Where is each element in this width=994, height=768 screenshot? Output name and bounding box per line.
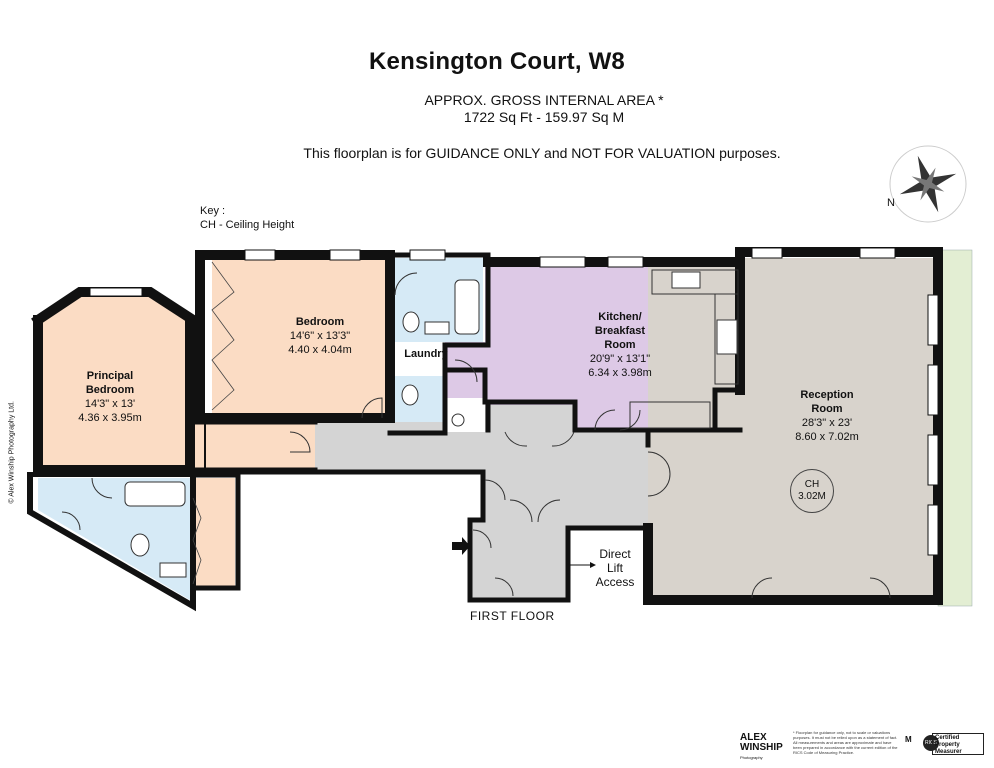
rics-seal-icon: RICS xyxy=(923,735,939,751)
room-name: Principal xyxy=(86,370,134,382)
logo-line: ALEX xyxy=(740,732,767,743)
boiler xyxy=(451,413,465,427)
room-kitchen: Kitchen/ Breakfast Room 20'9" x 13'1" 6.… xyxy=(570,310,670,380)
window xyxy=(244,249,276,261)
room-imperial: 14'3" x 13' xyxy=(84,398,136,410)
kitchen-sink xyxy=(671,271,701,289)
room-imperial: 28'3" x 23' xyxy=(801,417,853,429)
ceiling-height-badge: CH 3.02M xyxy=(790,469,834,513)
principal-bedroom-area xyxy=(38,292,190,470)
room-imperial: 20'9" x 13'1" xyxy=(589,353,651,365)
lift-arrow-icon xyxy=(590,562,596,568)
counter xyxy=(651,269,739,295)
ceiling-value: 3.02M xyxy=(798,491,826,502)
area-value: 1722 Sq Ft - 159.97 Sq M xyxy=(463,109,625,125)
wall-principal xyxy=(31,287,195,475)
counter xyxy=(629,401,711,429)
room-reception: Reception Room 28'3" x 23' 8.60 x 7.02m xyxy=(772,388,882,444)
window xyxy=(859,247,896,259)
sink xyxy=(424,321,450,335)
room-name: Room xyxy=(811,403,843,415)
wall-bathroom xyxy=(387,252,491,436)
hall-area xyxy=(315,405,648,600)
room-principal-bedroom: Principal Bedroom 14'3" x 13' 4.36 x 3.9… xyxy=(64,369,156,425)
window xyxy=(409,249,446,261)
key-title: Key : xyxy=(200,205,226,217)
hob xyxy=(716,319,738,355)
compass-rose-icon xyxy=(889,145,967,223)
bedroom-area xyxy=(212,258,390,416)
room-name: Laundry xyxy=(404,348,448,360)
disclaimer: This floorplan is for GUIDANCE ONLY and … xyxy=(303,145,781,161)
measurer-icon: M xyxy=(905,735,912,744)
floor-label: FIRST FLOOR xyxy=(470,609,555,623)
compass-north-label: N xyxy=(887,197,895,209)
room-laundry: Laundry xyxy=(400,347,452,361)
wall-kitchen-lower xyxy=(485,387,740,433)
window xyxy=(751,247,783,259)
window xyxy=(539,256,586,268)
footer-note: * Floorplan for guidance only, not to sc… xyxy=(793,730,898,755)
room-name: Reception xyxy=(800,389,854,401)
room-name: Breakfast xyxy=(594,325,646,337)
lift-line: Access xyxy=(595,575,635,589)
toilet xyxy=(401,384,419,406)
window xyxy=(927,504,939,556)
wall-dressing xyxy=(192,472,241,591)
room-name: Kitchen/ xyxy=(598,311,642,323)
toilet xyxy=(130,533,150,557)
area-label: APPROX. GROSS INTERNAL AREA * xyxy=(424,92,664,108)
key-entry: CH - Ceiling Height xyxy=(200,219,295,231)
lift-line: Direct xyxy=(599,547,631,561)
logo-sub: Photography xyxy=(740,755,763,760)
room-metric: 4.40 x 4.04m xyxy=(288,344,352,356)
key-legend: Key : CH - Ceiling Height xyxy=(200,204,294,232)
room-name: Room xyxy=(604,339,636,351)
bathtub xyxy=(454,279,480,335)
wall-laundry xyxy=(442,367,488,405)
room-name: Bedroom xyxy=(295,316,345,328)
logo-line: WINSHIP xyxy=(740,742,783,753)
window xyxy=(607,256,644,268)
window xyxy=(329,249,361,261)
toilet xyxy=(402,311,420,333)
ensuite-area xyxy=(38,478,190,600)
bedroom-corridor xyxy=(190,420,315,470)
lift-line: Lift xyxy=(606,561,623,575)
window xyxy=(927,364,939,416)
lift-access-label: Direct Lift Access xyxy=(590,547,640,589)
window xyxy=(89,287,143,297)
wc-area xyxy=(395,376,445,431)
cert-label: Certified Property Measurer xyxy=(932,733,984,755)
dressing-area xyxy=(195,478,235,586)
room-metric: 6.34 x 3.98m xyxy=(588,367,652,379)
brand-logo: ALEX WINSHIP Photography xyxy=(740,733,783,763)
room-metric: 4.36 x 3.95m xyxy=(78,412,142,424)
rics-badge: M RICS Certified Property Measurer xyxy=(905,731,985,757)
room-metric: 8.60 x 7.02m xyxy=(795,431,859,443)
room-name: Bedroom xyxy=(85,384,135,396)
ceiling-label: CH xyxy=(804,479,820,490)
sink xyxy=(159,562,187,578)
entrance-arrow-icon xyxy=(452,537,470,555)
bathtub xyxy=(124,481,186,507)
window xyxy=(927,294,939,346)
wall-hall xyxy=(237,469,651,603)
room-bedroom: Bedroom 14'6" x 13'3" 4.40 x 4.04m xyxy=(270,315,370,357)
wall-bedroom xyxy=(195,250,395,423)
window xyxy=(927,434,939,486)
counter xyxy=(714,293,739,385)
page-title: Kensington Court, W8 xyxy=(369,48,625,75)
balcony xyxy=(937,249,973,607)
room-imperial: 14'6" x 13'3" xyxy=(289,330,351,342)
